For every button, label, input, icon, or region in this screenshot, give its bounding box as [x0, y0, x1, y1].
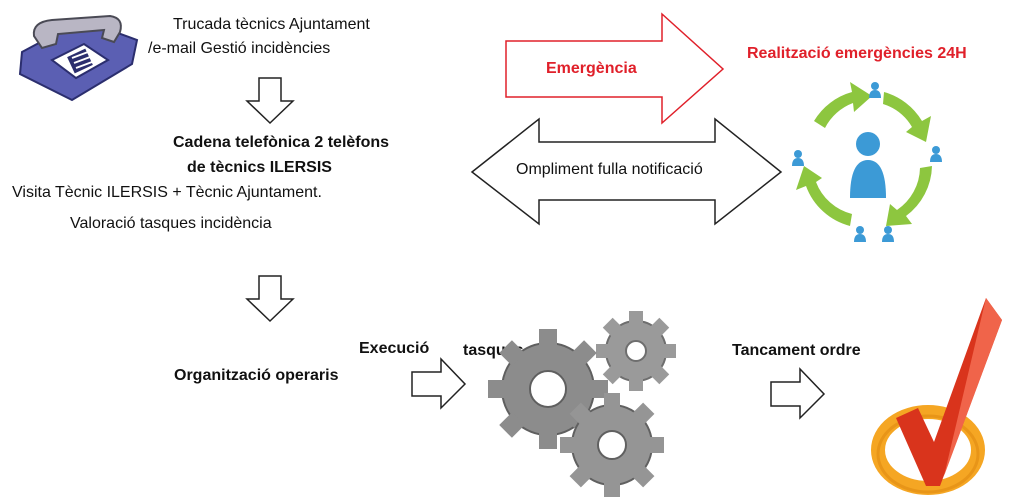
- notification-double-arrow: [470, 117, 783, 226]
- step2-line2: de tècnics ILERSIS: [187, 159, 332, 176]
- step3-label: Organització operaris: [174, 367, 339, 384]
- step2-line4: Valoració tasques incidència: [70, 215, 272, 232]
- people-cycle-icon: [792, 82, 942, 242]
- right-arrow-2: [770, 367, 826, 420]
- step1-line1: Trucada tècnics Ajuntament: [173, 16, 370, 33]
- emergency-arrow-label: Emergència: [546, 60, 637, 77]
- down-arrow-2: [245, 275, 295, 323]
- step2-line3: Visita Tècnic ILERSIS + Tècnic Ajuntamen…: [12, 184, 322, 201]
- step4-label-a: Execució: [359, 340, 430, 357]
- notification-arrow-label: Ompliment fulla notificació: [516, 161, 703, 178]
- right-arrow-1: [411, 357, 467, 410]
- gears-icon: [488, 311, 676, 497]
- checkmark-icon: [871, 298, 1002, 495]
- step5-label: Tancament ordre: [732, 342, 861, 359]
- down-arrow-1: [245, 77, 295, 125]
- step2-line1: Cadena telefònica 2 telèfons: [173, 134, 390, 151]
- step1-line2: /e-mail Gestió incidències: [148, 40, 331, 57]
- emergency-arrow: [505, 12, 725, 125]
- telephone-icon: [18, 14, 139, 102]
- emergency-title: Realització emergències 24H: [747, 45, 967, 62]
